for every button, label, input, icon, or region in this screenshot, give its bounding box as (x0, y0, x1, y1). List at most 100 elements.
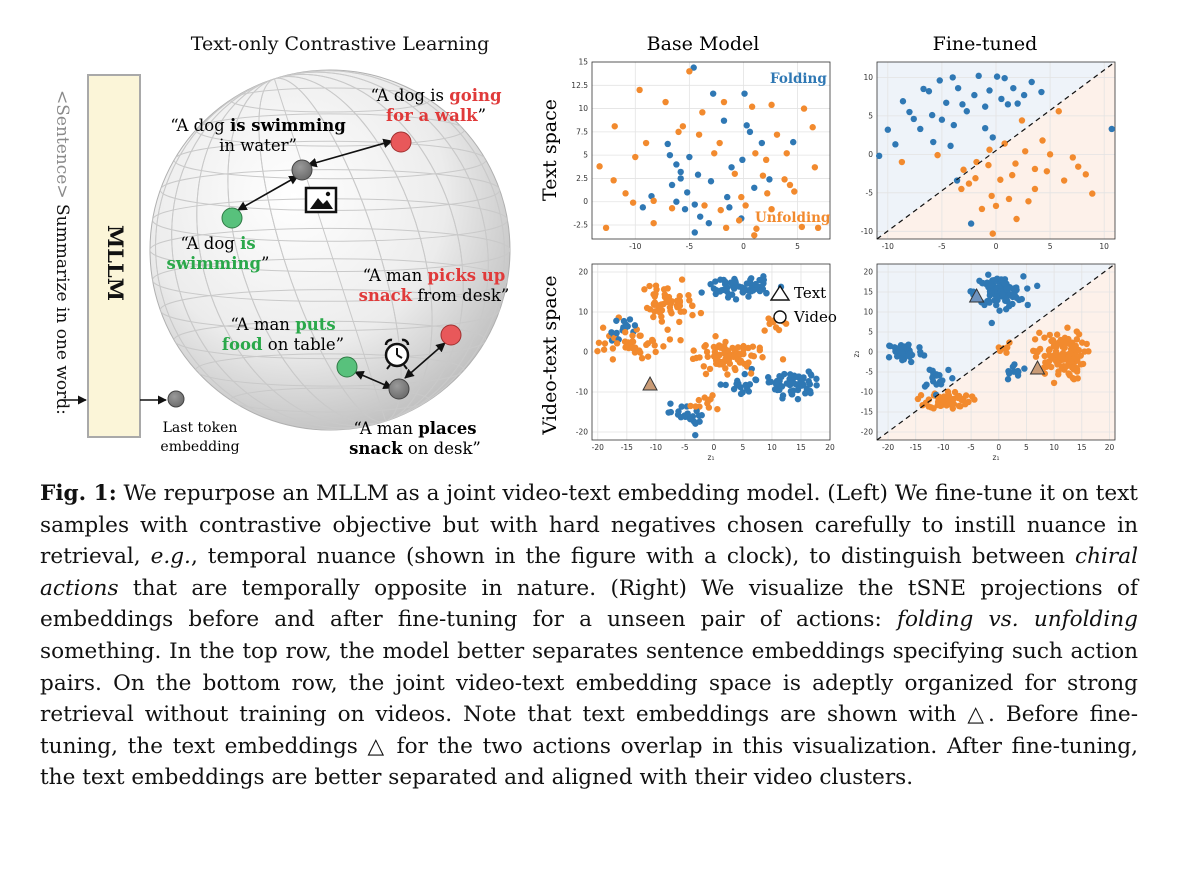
folding-point (720, 117, 728, 124)
label-man-places: “A man places snack on desk” (349, 419, 481, 458)
unfolding-point (962, 392, 970, 399)
x-tick-label: -15 (621, 443, 633, 452)
unfolding-point (711, 348, 719, 356)
svg-text:snack from desk”: snack from desk” (359, 286, 510, 305)
x-tick-label: 5 (741, 443, 746, 452)
folding-point (713, 286, 720, 294)
unfolding-point (675, 128, 682, 136)
unfolding-point (695, 396, 703, 404)
folding-point (925, 88, 933, 95)
x-tick-label: 10 (1049, 443, 1059, 452)
folding-point (807, 371, 814, 378)
unfolding-point (690, 347, 697, 354)
folding-point (781, 370, 788, 378)
folding-point (997, 276, 1005, 283)
unfolding-point (811, 164, 819, 171)
folding-point (1002, 306, 1010, 313)
folding-point (1020, 273, 1027, 280)
unfolding-point (1009, 171, 1016, 179)
unfolding-point (714, 405, 721, 413)
folding-point (1004, 101, 1012, 108)
image-icon (304, 186, 338, 214)
unfolding-point (956, 402, 963, 410)
unfolding-point (720, 98, 728, 106)
folding-point (936, 77, 943, 84)
folding-point (771, 386, 779, 393)
folding-point (732, 278, 739, 285)
x-tick-label: -5 (681, 443, 689, 452)
alarm-clock-icon (384, 338, 410, 370)
unfolding-point (629, 332, 636, 339)
unfolding-point (689, 355, 697, 363)
folding-point (806, 387, 814, 395)
unfolding-point (594, 347, 601, 355)
folding-point (741, 285, 748, 292)
folding-point (739, 156, 746, 164)
unfolding-point (641, 286, 648, 293)
folding-point (1034, 282, 1041, 290)
y-tick-label: 20 (578, 268, 588, 277)
folding-point (1021, 365, 1028, 372)
folding-point (933, 372, 940, 379)
unfolding-point (1031, 185, 1039, 193)
y-tick-label: 15 (578, 58, 588, 67)
unfolding-point (650, 313, 657, 321)
folding-point (794, 395, 802, 403)
unfolding-point (761, 327, 768, 334)
folding-point (950, 121, 958, 129)
unfolding-point (759, 354, 766, 361)
unfolding-point (1053, 331, 1061, 338)
unfolding-point (706, 365, 714, 373)
y-tick-label: -20 (576, 428, 588, 437)
folding-point (686, 153, 693, 161)
folding-point (613, 317, 620, 324)
x-tick-label: 0 (712, 443, 717, 452)
unfolding-point (636, 332, 643, 339)
unfolding-point (703, 348, 711, 356)
unfolding-point (622, 328, 629, 336)
svg-text:swimming”: swimming” (167, 254, 270, 273)
folding-point (920, 352, 928, 359)
unfolding-point (781, 176, 788, 183)
y-tick-label: 15 (863, 288, 873, 297)
unfolding-point (756, 344, 763, 351)
folding-point (764, 374, 772, 381)
x-tick-label: -15 (910, 443, 922, 452)
folding-point (892, 141, 899, 148)
folding-point (792, 380, 799, 388)
folding-point (967, 220, 975, 227)
folding-point (746, 128, 754, 136)
folding-point (739, 389, 746, 396)
unfolding-point (643, 341, 650, 349)
unfolding-point (718, 361, 726, 368)
unfolding-point (759, 172, 767, 179)
label-dog-swim-water: “A dog is swimming in water” (170, 116, 346, 155)
folding-point (798, 382, 806, 389)
unfolding-point (772, 324, 780, 331)
folding-point (725, 291, 732, 298)
folding-point (691, 229, 698, 236)
legend-circle-icon (773, 310, 787, 324)
row-label-videotext: Video-text space (539, 275, 561, 435)
unfolding-point (665, 293, 673, 301)
caption-eg: e.g. (150, 544, 191, 570)
unfolding-point (1031, 336, 1039, 343)
unfolding-point (622, 190, 629, 197)
unfolding-point (704, 396, 712, 404)
unfolding-point (1077, 352, 1084, 359)
folding-point (684, 189, 691, 196)
svg-text:“A dog is swimming: “A dog is swimming (170, 116, 346, 135)
folding-point (1024, 285, 1031, 292)
svg-text:snack on desk”: snack on desk” (349, 439, 481, 458)
folding-point (907, 358, 915, 366)
folding-point (666, 151, 674, 159)
folding-point (929, 378, 937, 385)
folding-point (675, 408, 682, 415)
caption-chiral: chiral actions (40, 544, 1138, 601)
unfolding-point (676, 292, 683, 300)
unfolding-point (1066, 340, 1074, 348)
x-tick-label: -20 (882, 443, 894, 452)
folding-point (986, 299, 993, 306)
folding-point (1009, 300, 1016, 308)
